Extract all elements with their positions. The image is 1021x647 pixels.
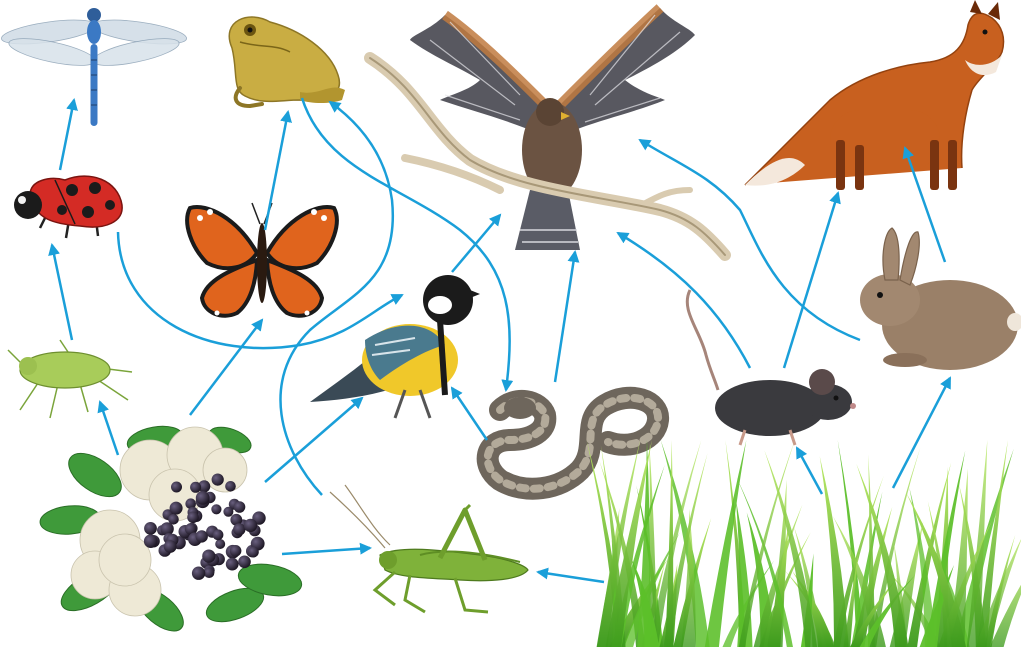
arrow-ladybug-to-dragonfly (60, 100, 74, 170)
arrow-snake-to-hawk (555, 252, 575, 382)
frog (229, 17, 345, 106)
arrow-snake-to-tit (452, 388, 487, 440)
arrow-grass-to-grasshopper (538, 572, 604, 582)
arrow-butterfly-to-frog (265, 112, 288, 230)
grass (586, 440, 1021, 647)
arrow-elderberry-to-aphid (100, 402, 118, 455)
butterfly (187, 203, 337, 316)
arrow-grass-to-rabbit (893, 378, 950, 488)
arrow-grass-to-mouse (797, 448, 822, 494)
arrow-elderberry-to-grasshopper (282, 548, 370, 554)
great-tit (310, 275, 480, 418)
mouse (687, 290, 856, 445)
elderberry (39, 422, 304, 639)
arrow-aphid-to-ladybug (52, 245, 72, 340)
arrow-mouse-to-fox (784, 193, 838, 368)
arrow-elderberry-to-tit (265, 398, 362, 482)
aphid (8, 340, 132, 418)
dragonfly (0, 8, 188, 126)
fox (745, 0, 1004, 190)
arrow-elderberry-to-butterfly (190, 320, 262, 415)
ladybug (14, 176, 122, 238)
